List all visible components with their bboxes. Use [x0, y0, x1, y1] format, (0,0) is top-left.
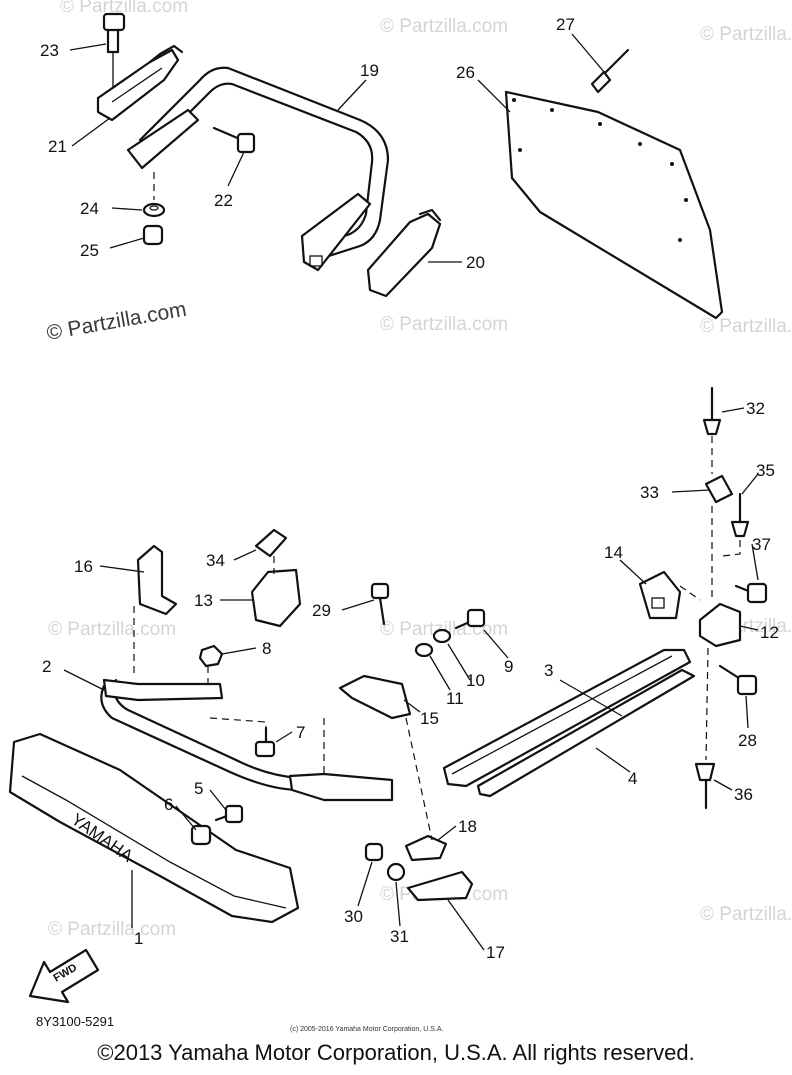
- callout-4: 4: [628, 769, 637, 788]
- callout-9: 9: [504, 657, 513, 676]
- callout-37: 37: [752, 535, 771, 554]
- callout-15: 15: [420, 709, 439, 728]
- part-19-handle-frame: [126, 66, 390, 272]
- part-11-washer: [414, 642, 434, 658]
- part-37-bolt: [734, 582, 768, 604]
- callout-20: 20: [466, 253, 485, 272]
- part-20-end-cap: [366, 208, 442, 298]
- part-27-rivet: [590, 48, 630, 94]
- part-12-bracket: [698, 602, 742, 648]
- callout-31: 31: [390, 927, 409, 946]
- part-18-bracket: [404, 834, 448, 862]
- part-8-nut: [198, 644, 224, 668]
- callouts: 23 21 24 25 22 19 20 26 27 16 34 13 8 2 …: [40, 15, 779, 962]
- part-30-nut: [364, 842, 384, 862]
- callout-19: 19: [360, 61, 379, 80]
- part-13-bracket: [250, 568, 302, 628]
- callout-28: 28: [738, 731, 757, 750]
- callout-30: 30: [344, 907, 363, 926]
- callout-8: 8: [262, 639, 271, 658]
- part-36-rivet: [694, 762, 716, 810]
- callout-35: 35: [756, 461, 775, 480]
- callout-11: 11: [446, 689, 464, 708]
- part-17-end-cap: [406, 870, 474, 902]
- callout-16: 16: [74, 557, 93, 576]
- watermark: © Partzilla.com: [700, 904, 792, 925]
- callout-10: 10: [466, 671, 485, 690]
- leader-lines: [63, 33, 759, 951]
- part-2-frame: [100, 678, 394, 802]
- callout-36: 36: [734, 785, 753, 804]
- callout-6: 6: [164, 795, 173, 814]
- part-14-bracket: [638, 570, 682, 620]
- part-9-bolt: [454, 608, 486, 630]
- watermark: © Partzilla.com: [380, 314, 508, 335]
- part-15-bracket: [338, 674, 412, 720]
- part-26-panel: [504, 90, 724, 320]
- callout-12: 12: [760, 623, 779, 642]
- part-4-strip: [476, 668, 696, 798]
- callout-18: 18: [458, 817, 477, 836]
- small-copyright: (c) 2005-2016 Yamaha Motor Corporation, …: [290, 1026, 443, 1033]
- part-33-clip: [704, 474, 734, 504]
- footer-copyright: ©2013 Yamaha Motor Corporation, U.S.A. A…: [97, 1040, 695, 1065]
- watermark: © Partzilla.com: [48, 619, 176, 640]
- watermark: © Partzilla.com: [60, 0, 188, 17]
- front-direction-arrow: FWD: [28, 948, 100, 1004]
- callout-1: 1: [134, 929, 143, 948]
- callout-17: 17: [486, 943, 505, 962]
- callout-26: 26: [456, 63, 475, 82]
- watermark: © Partzilla.com: [48, 919, 176, 940]
- watermark: © Partzilla.com: [45, 298, 188, 345]
- callout-25: 25: [80, 241, 99, 260]
- part-35-rivet: [730, 492, 750, 538]
- part-21-bracket: [96, 44, 184, 122]
- watermark: © Partzilla.com: [380, 16, 508, 37]
- watermark: © Partzilla.com: [700, 24, 792, 45]
- callout-2: 2: [42, 657, 51, 676]
- callout-24: 24: [80, 199, 99, 218]
- callout-29: 29: [312, 601, 331, 620]
- callout-22: 22: [214, 191, 233, 210]
- part-22-bolt: [212, 126, 256, 154]
- part-5-bolt: [214, 804, 244, 824]
- part-7-bolt: [254, 726, 276, 758]
- part-28-bolt: [718, 664, 758, 696]
- part-10-washer: [432, 628, 452, 644]
- watermark: © Partzilla.com: [700, 316, 792, 337]
- part-25-nut: [142, 224, 164, 246]
- part-29-bolt: [370, 582, 390, 626]
- part-32-rivet: [702, 386, 722, 436]
- part-1-bumper: YAMAHA: [8, 732, 300, 924]
- diagram-code: 8Y3100-5291: [36, 1014, 114, 1029]
- part-23-bolt: [102, 12, 126, 92]
- callout-13: 13: [194, 591, 213, 610]
- part-3-rail: [442, 648, 692, 788]
- callout-27: 27: [556, 15, 575, 34]
- callout-3: 3: [544, 661, 553, 680]
- callout-5: 5: [194, 779, 203, 798]
- callout-32: 32: [746, 399, 765, 418]
- callout-33: 33: [640, 483, 659, 502]
- callout-14: 14: [604, 543, 623, 562]
- part-34-plug: [254, 528, 288, 558]
- callout-23: 23: [40, 41, 59, 60]
- part-16-bracket: [136, 544, 178, 616]
- part-24-washer: [142, 202, 166, 218]
- part-31-washer: [386, 862, 406, 882]
- callout-34: 34: [206, 551, 225, 570]
- assembly-lines: [133, 172, 741, 841]
- callout-21: 21: [48, 137, 67, 156]
- callout-7: 7: [296, 723, 305, 742]
- part-6-nut: [190, 824, 212, 846]
